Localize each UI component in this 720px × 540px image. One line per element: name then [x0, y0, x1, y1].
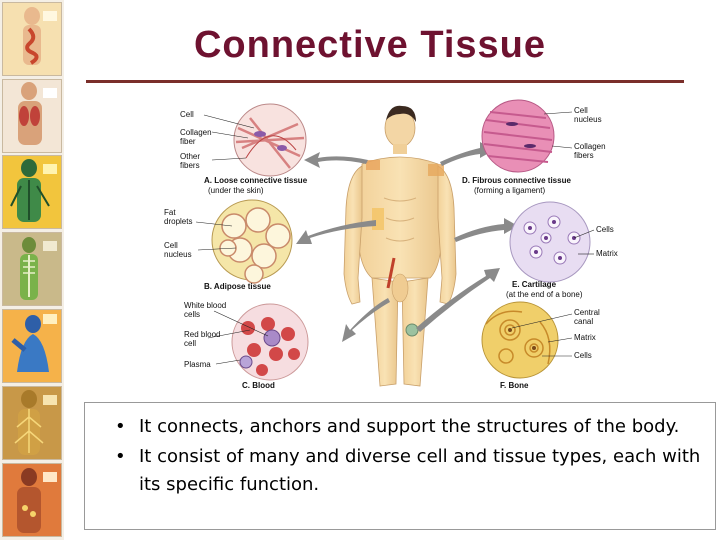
- connective-tissue-diagram: Cell Collagen fiber Other fibers A. Loos…: [150, 98, 628, 394]
- diagram-artwork: [150, 98, 628, 394]
- label-central-canal: Central canal: [574, 308, 610, 326]
- bullet-text-box: • It connects, anchors and support the st…: [84, 402, 716, 530]
- label-white-blood-cells: White blood cells: [184, 301, 240, 319]
- label-cell-nucleus-adipose: Cell nucleus: [164, 241, 198, 259]
- subcaption-forming-a-ligament: (forming a ligament): [474, 186, 545, 195]
- muscular-system-icon: [2, 309, 62, 383]
- loose-connective-tissue-image: [234, 104, 306, 176]
- caption-fibrous-connective-tissue: D. Fibrous connective tissue: [462, 176, 571, 185]
- title-underline: [86, 80, 684, 83]
- label-cells-bone: Cells: [574, 351, 592, 360]
- label-matrix-cartilage: Matrix: [596, 249, 618, 258]
- caption-adipose-tissue: B. Adipose tissue: [204, 282, 271, 291]
- caption-bone: F. Bone: [500, 381, 528, 390]
- human-body-figure: [344, 106, 456, 386]
- slide-title: Connective Tissue: [70, 24, 670, 67]
- label-collagen-fibers: Collagen fibers: [574, 142, 614, 160]
- label-matrix-bone: Matrix: [574, 333, 596, 342]
- bullet-marker: •: [115, 413, 126, 441]
- bullet-item: • It consist of many and diverse cell and…: [115, 443, 705, 499]
- bullet-text-2: It consist of many and diverse cell and …: [139, 446, 700, 495]
- label-cells-cartilage: Cells: [596, 225, 614, 234]
- skeletal-system-icon: [2, 232, 62, 306]
- endocrine-system-icon: [2, 463, 62, 537]
- respiratory-system-icon: [2, 79, 62, 153]
- cartilage-image: [510, 202, 590, 282]
- body-systems-sidebar: [0, 0, 64, 540]
- label-fat-droplets: Fat droplets: [164, 208, 196, 226]
- bone-image: [482, 302, 558, 378]
- circulatory-system-icon: [2, 155, 62, 229]
- caption-blood: C. Blood: [242, 381, 275, 390]
- nervous-system-icon: [2, 386, 62, 460]
- label-cell: Cell: [180, 110, 194, 119]
- label-cell-nucleus-fibrous: Cell nucleus: [574, 106, 610, 124]
- subcaption-at-the-end-of-a-bone: (at the end of a bone): [506, 290, 583, 299]
- caption-cartilage: E. Cartilage: [512, 280, 556, 289]
- caption-loose-connective-tissue: A. Loose connective tissue: [204, 176, 307, 185]
- digestive-system-icon: [2, 2, 62, 76]
- blood-image: [232, 304, 308, 380]
- label-collagen-fiber: Collagen fiber: [180, 128, 216, 146]
- label-red-blood-cell: Red blood cell: [184, 330, 230, 348]
- fibrous-tissue-image: [482, 100, 554, 172]
- bullet-text-1: It connects, anchors and support the str…: [139, 416, 679, 437]
- label-other-fibers: Other fibers: [180, 152, 212, 170]
- bullet-item: • It connects, anchors and support the st…: [115, 413, 705, 441]
- adipose-tissue-image: [212, 200, 292, 283]
- subcaption-under-the-skin: (under the skin): [208, 186, 264, 195]
- bullet-marker: •: [115, 443, 126, 471]
- label-plasma: Plasma: [184, 360, 211, 369]
- bullet-list: • It connects, anchors and support the st…: [115, 413, 705, 501]
